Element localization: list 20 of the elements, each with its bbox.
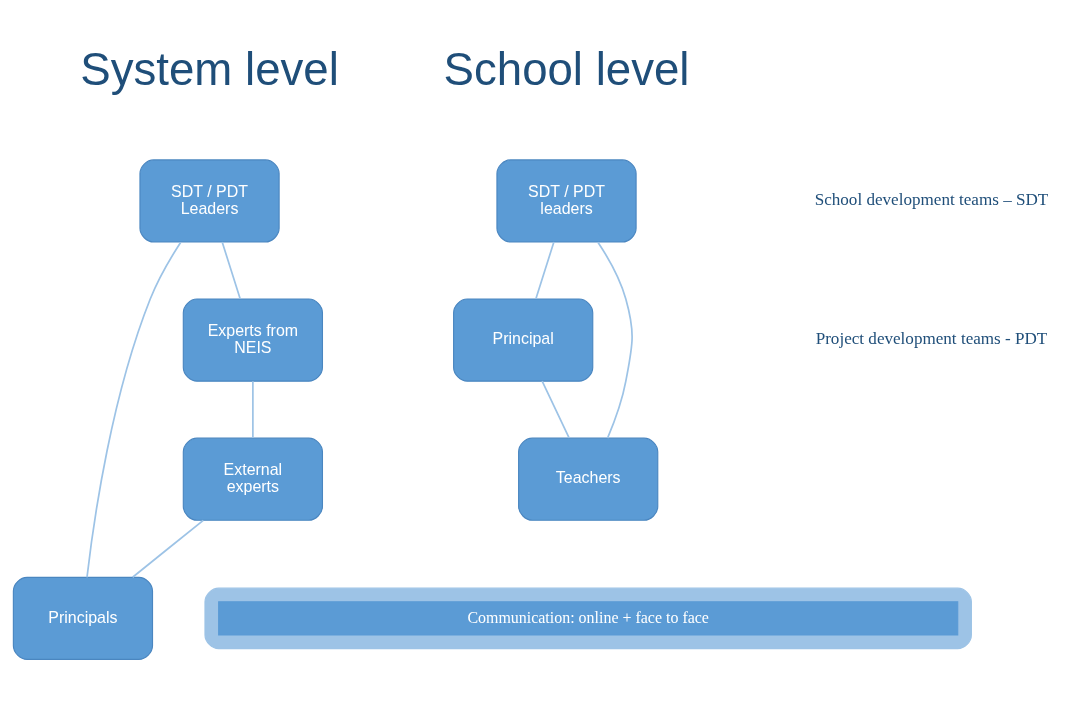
connector xyxy=(86,241,182,578)
cluster xyxy=(204,587,972,649)
node-box: Teachers xyxy=(518,437,659,521)
connector xyxy=(541,379,570,439)
node-box: External experts xyxy=(182,437,323,521)
connector xyxy=(535,240,555,300)
connector xyxy=(221,240,241,300)
node-box: SDT / PDT leaders xyxy=(496,158,637,243)
node-box: Principal xyxy=(453,297,594,382)
label: System level xyxy=(80,43,339,95)
node-box: Experts from NEIS xyxy=(182,297,323,382)
label: Project development teams - PDT xyxy=(815,328,1048,348)
connector xyxy=(131,518,205,578)
label: School development teams – SDT xyxy=(814,189,1049,209)
connector xyxy=(252,379,254,439)
connector xyxy=(597,240,633,439)
node-box: SDT / PDT Leaders xyxy=(139,158,280,243)
node-box: Principals xyxy=(12,576,154,660)
node-box: Communication: online + face to face xyxy=(218,600,959,635)
label: School level xyxy=(443,43,690,95)
